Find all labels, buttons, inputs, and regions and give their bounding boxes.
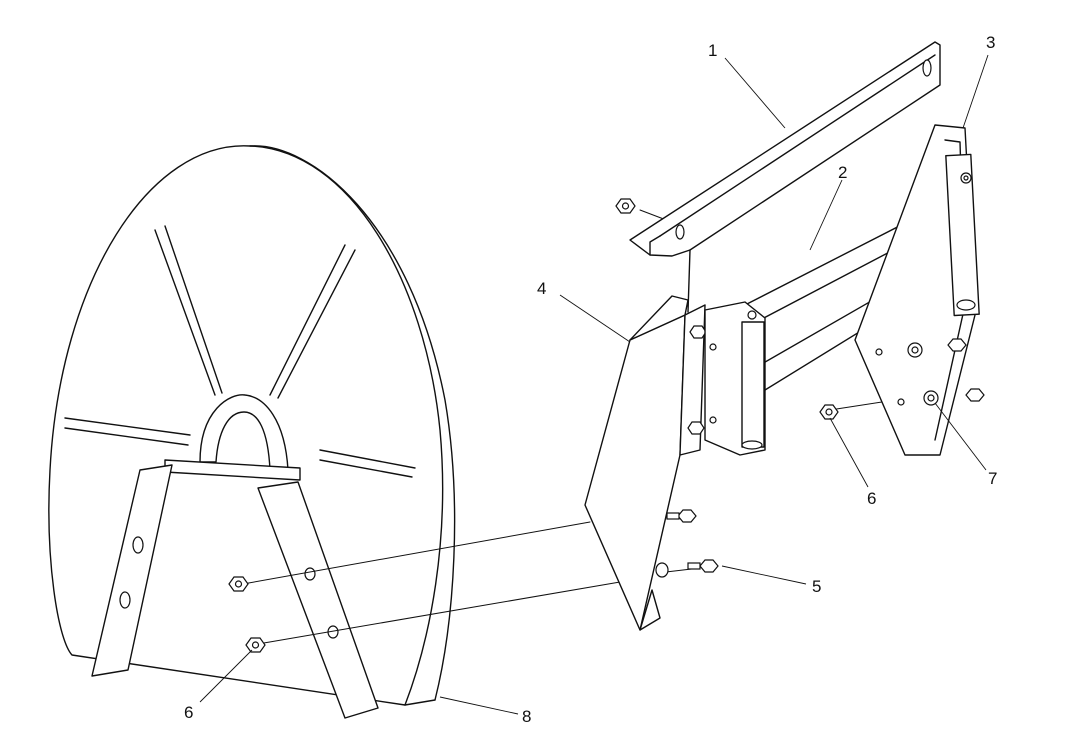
callout-1: 1 [708, 41, 717, 60]
part-5-bolts [655, 509, 719, 578]
part-1-top-bar [629, 41, 941, 313]
callout-8: 8 [522, 707, 531, 726]
part-6-nuts-left [228, 576, 266, 653]
callout-2: 2 [838, 163, 847, 182]
callout-5: 5 [812, 577, 821, 596]
part-4-bracket-plate [584, 295, 707, 631]
hinge-front [704, 301, 766, 456]
callout-6-left: 6 [184, 703, 193, 722]
callout-6-right: 6 [867, 489, 876, 508]
part-8-disc [48, 145, 456, 719]
callout-7: 7 [988, 469, 997, 488]
callout-labels: 1 2 3 4 5 6 7 6 8 [184, 33, 997, 726]
callout-3: 3 [986, 33, 995, 52]
callout-leaders [199, 54, 989, 715]
part-3-rear-bracket [854, 124, 980, 456]
part-6-7-hardware-right [819, 338, 985, 420]
callout-4: 4 [537, 279, 546, 298]
part-1-nut [615, 198, 636, 214]
